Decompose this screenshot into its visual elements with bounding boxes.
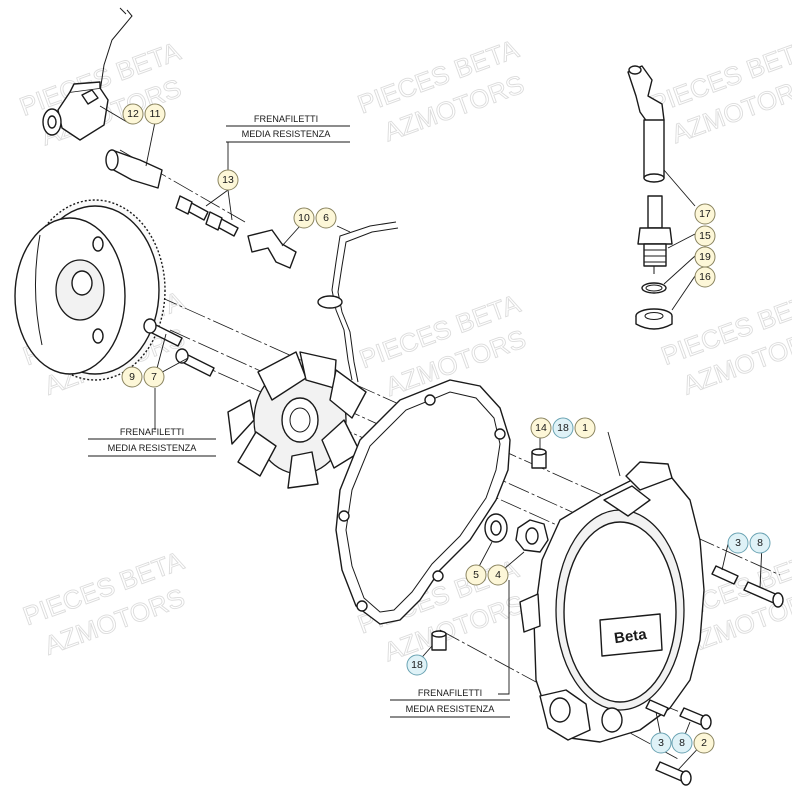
callout-8-right[interactable]: 8 xyxy=(749,532,771,554)
callout-5[interactable]: 5 xyxy=(465,564,487,586)
svg-text:16: 16 xyxy=(699,271,711,283)
svg-text:6: 6 xyxy=(323,212,329,224)
note-line1: FRENAFILETTI xyxy=(254,114,318,124)
callout-7[interactable]: 7 xyxy=(143,366,165,388)
note-line2: MEDIA RESISTENZA xyxy=(406,704,496,714)
svg-text:11: 11 xyxy=(150,108,161,120)
svg-text:13: 13 xyxy=(222,174,234,186)
svg-text:5: 5 xyxy=(473,569,479,581)
threadlock-note-1: FRENAFILETTI MEDIA RESISTENZA xyxy=(226,114,350,150)
flywheel-bolts xyxy=(143,318,215,377)
stator xyxy=(227,351,367,489)
spark-plug-cap xyxy=(627,65,665,183)
svg-text:19: 19 xyxy=(699,251,711,263)
note-line2: MEDIA RESISTENZA xyxy=(242,129,332,139)
callout-19[interactable]: 19 xyxy=(694,246,716,268)
threadlock-note-2: FRENAFILETTI MEDIA RESISTENZA xyxy=(88,427,216,457)
svg-text:9: 9 xyxy=(129,371,135,383)
callout-6[interactable]: 6 xyxy=(315,207,337,229)
svg-text:17: 17 xyxy=(699,208,711,220)
callout-3-right[interactable]: 3 xyxy=(727,532,749,554)
svg-text:4: 4 xyxy=(495,569,501,581)
svg-text:18: 18 xyxy=(411,659,423,671)
callout-9[interactable]: 9 xyxy=(121,366,143,388)
svg-text:3: 3 xyxy=(735,537,741,549)
svg-text:1: 1 xyxy=(582,422,588,434)
svg-text:3: 3 xyxy=(658,737,664,749)
plug-seals xyxy=(635,282,673,330)
stator-wire xyxy=(317,221,399,383)
callout-3-bottom[interactable]: 3 xyxy=(650,732,672,754)
callouts: 12 11 13 10 6 17 15 19 16 9 7 14 18 1 3 … xyxy=(121,103,771,754)
svg-text:12: 12 xyxy=(127,108,139,120)
callout-18-top[interactable]: 18 xyxy=(552,417,574,439)
callout-12[interactable]: 12 xyxy=(122,103,144,125)
svg-text:15: 15 xyxy=(699,230,711,242)
leader-lines xyxy=(99,105,763,771)
note-line1: FRENAFILETTI xyxy=(418,688,482,698)
note-line1: FRENAFILETTI xyxy=(120,427,184,437)
pickup-sensor xyxy=(42,7,133,141)
flywheel xyxy=(14,199,166,381)
callout-13[interactable]: 13 xyxy=(217,169,239,191)
sensor-bolts xyxy=(175,195,239,237)
callout-2[interactable]: 2 xyxy=(693,732,715,754)
cover-bolts xyxy=(645,565,784,786)
ignition-cover: Beta xyxy=(519,461,705,743)
note-line2: MEDIA RESISTENZA xyxy=(108,443,198,453)
svg-text:7: 7 xyxy=(151,371,157,383)
svg-text:2: 2 xyxy=(701,737,707,749)
callout-1[interactable]: 1 xyxy=(574,417,596,439)
callout-8-bottom[interactable]: 8 xyxy=(671,732,693,754)
callout-15[interactable]: 15 xyxy=(694,225,716,247)
svg-text:14: 14 xyxy=(535,422,547,434)
svg-text:8: 8 xyxy=(757,537,763,549)
callout-18-bottom[interactable]: 18 xyxy=(406,654,428,676)
spark-plug xyxy=(637,195,673,274)
dowel-pins xyxy=(431,448,547,651)
callout-11[interactable]: 11 xyxy=(144,103,166,125)
threadlock-note-3: FRENAFILETTI MEDIA RESISTENZA xyxy=(390,688,510,718)
svg-text:8: 8 xyxy=(679,737,685,749)
callout-10[interactable]: 10 xyxy=(293,207,315,229)
svg-text:10: 10 xyxy=(298,212,310,224)
sensor-sleeve xyxy=(105,149,163,189)
washer-nut xyxy=(484,513,549,553)
cover-logo: Beta xyxy=(613,626,648,647)
callout-16[interactable]: 16 xyxy=(694,266,716,288)
wire-clamp xyxy=(247,229,297,269)
callout-4[interactable]: 4 xyxy=(487,564,509,586)
callout-17[interactable]: 17 xyxy=(694,203,716,225)
callout-14[interactable]: 14 xyxy=(530,417,552,439)
svg-text:18: 18 xyxy=(557,422,569,434)
cover-gasket xyxy=(335,379,511,625)
